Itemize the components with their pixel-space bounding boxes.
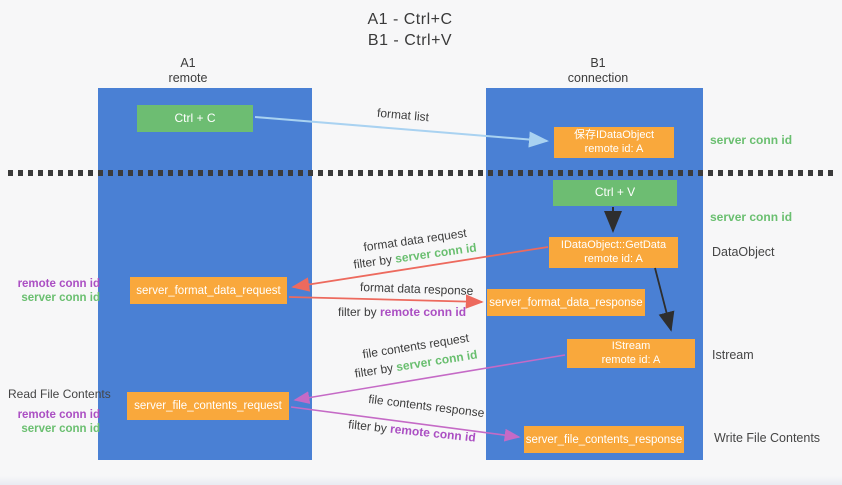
annotation-server-conn-id-left-top: server conn id — [21, 291, 100, 304]
edge-label-file-contents-response: file contents response — [367, 391, 486, 421]
bottom-gradient — [0, 476, 842, 485]
annotation-istream: Istream — [712, 348, 754, 362]
lane-a1-name: A1 — [180, 56, 196, 70]
istream-line2: remote id: A — [601, 353, 661, 366]
lane-b1-name: B1 — [590, 56, 606, 70]
server-format-data-request-label: server_format_data_request — [136, 284, 281, 297]
annotation-conn-id-stack-top: remote conn id server conn id — [14, 278, 100, 305]
remote-conn-id-text: remote conn id — [389, 421, 477, 445]
server-format-data-response-label: server_format_data_response — [489, 296, 643, 309]
remote-conn-id-text: remote conn id — [380, 305, 467, 319]
annotation-server-conn-id-left-bottom: server conn id — [21, 422, 100, 435]
node-server-format-data-response: server_format_data_response — [487, 289, 645, 316]
edge-label-filter-remote-conn-id-2: filter by remote conn id — [348, 417, 477, 444]
node-ctrl-v: Ctrl + V — [553, 180, 677, 206]
edge-label-format-data-response: format data response — [359, 280, 474, 298]
annotation-server-conn-id-top: server conn id — [710, 133, 793, 147]
ctrl-v-label: Ctrl + V — [594, 185, 636, 200]
annotation-write-file-contents: Write File Contents — [714, 431, 821, 445]
save-idataobject-line2: remote id: A — [584, 142, 644, 155]
annotation-read-file-contents: Read File Contents — [8, 387, 111, 401]
getdata-line1: IDataObject::GetData — [560, 239, 667, 251]
node-ctrl-c: Ctrl + C — [137, 105, 253, 132]
getdata-line2: remote id: A — [584, 252, 643, 265]
filter-by-text: filter by — [353, 360, 398, 381]
annotation-remote-conn-id-bottom: remote conn id — [17, 409, 100, 421]
diagram-title: A1 - Ctrl+C B1 - Ctrl+V — [300, 9, 520, 51]
lane-header-b1: B1 connection — [528, 56, 668, 86]
filter-by-text: filter by — [338, 305, 381, 319]
istream-line1: IStream — [611, 340, 651, 352]
session-divider-dotted-line — [8, 170, 834, 176]
filter-by-text: filter by — [352, 251, 397, 272]
lane-b1-role: connection — [567, 71, 629, 85]
node-idataobject-getdata: IDataObject::GetData remote id: A — [549, 237, 678, 268]
annotation-conn-id-stack-bottom: remote conn id server conn id — [14, 409, 100, 436]
node-server-file-contents-response: server_file_contents_response — [524, 426, 684, 453]
arrow-format-data-response — [288, 294, 484, 309]
node-save-idataobject: 保存IDataObject remote id: A — [554, 127, 674, 158]
server-file-contents-response-label: server_file_contents_response — [525, 433, 683, 446]
server-file-contents-request-label: server_file_contents_request — [134, 400, 282, 412]
edge-label-format-list: format list — [376, 105, 430, 125]
annotation-dataobject: DataObject — [712, 245, 775, 259]
title-line-a1: A1 - Ctrl+C — [367, 11, 453, 28]
ctrl-c-label: Ctrl + C — [174, 110, 216, 125]
node-server-file-contents-request: server_file_contents_request — [127, 392, 289, 420]
annotation-remote-conn-id-top: remote conn id — [17, 278, 100, 290]
title-line-b1: B1 - Ctrl+V — [367, 32, 453, 49]
lane-a1-role: remote — [168, 71, 208, 85]
save-idataobject-line1: 保存IDataObject — [573, 129, 655, 141]
node-server-format-data-request: server_format_data_request — [130, 277, 287, 304]
node-istream: IStream remote id: A — [567, 339, 695, 368]
edge-label-filter-remote-conn-id-1: filter by remote conn id — [338, 305, 466, 319]
lane-header-a1: A1 remote — [118, 56, 258, 86]
annotation-server-conn-id-mid: server conn id — [710, 210, 793, 224]
filter-by-text: filter by — [347, 417, 391, 436]
